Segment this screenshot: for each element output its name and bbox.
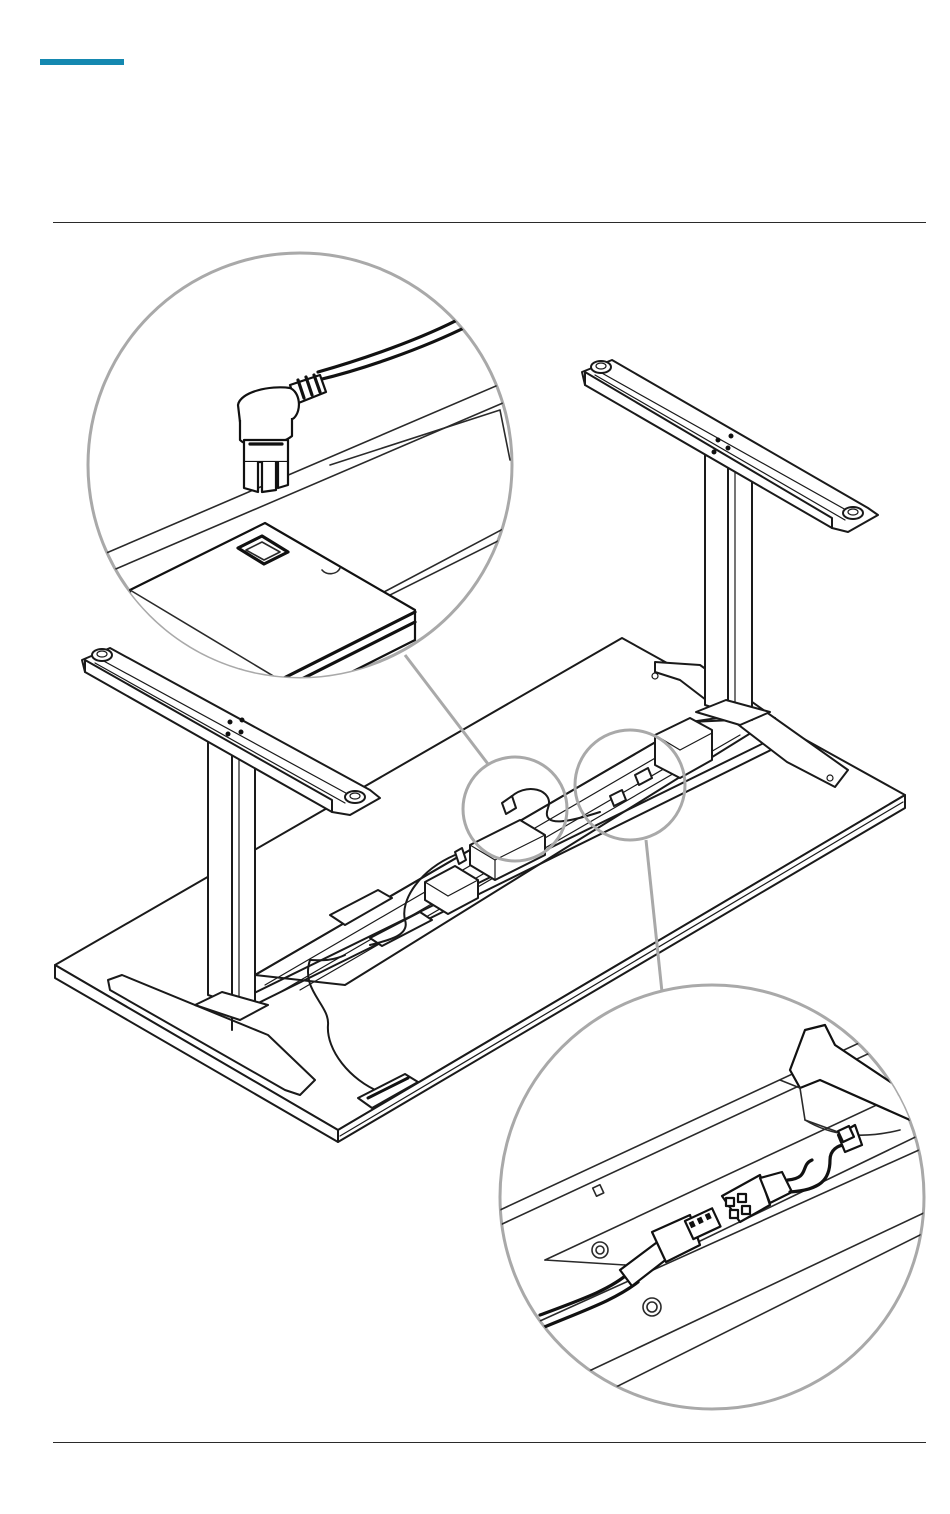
header-accent-bar bbox=[40, 59, 124, 65]
callout-detail-connector bbox=[500, 985, 930, 1409]
assembly-diagram bbox=[0, 230, 950, 1435]
bottom-divider bbox=[53, 1442, 926, 1443]
top-divider bbox=[53, 222, 926, 223]
callout-detail-plug bbox=[88, 253, 520, 708]
